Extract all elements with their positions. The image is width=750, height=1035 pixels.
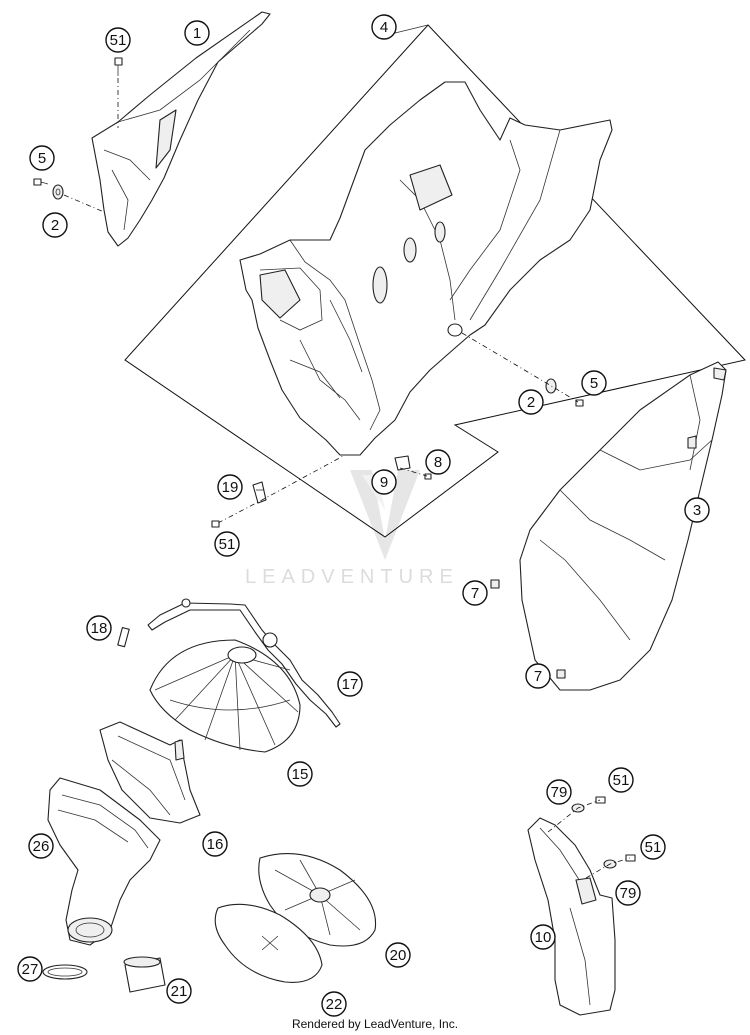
callout-5-left: 5 [29,145,55,171]
svg-text:2: 2 [527,394,535,411]
callout-79-lower: 79 [615,880,641,906]
callout-16: 16 [202,831,228,857]
svg-text:8: 8 [434,454,442,471]
svg-text:26: 26 [33,838,50,855]
svg-text:3: 3 [693,502,701,519]
svg-text:79: 79 [551,784,568,801]
callout-9: 9 [371,469,397,495]
svg-text:2: 2 [51,217,59,234]
svg-text:51: 51 [110,32,127,49]
part-17-bracket [147,598,341,728]
callout-7-lower: 7 [525,663,551,689]
svg-text:17: 17 [342,676,359,693]
callout-22: 22 [321,991,347,1017]
part-51-screw-right-lower [625,854,636,862]
callout-2-right: 2 [518,389,544,415]
callout-3: 3 [684,497,710,523]
callout-51-right-lower: 51 [640,834,666,860]
watermark-text: LEADVENTURE [245,566,459,588]
callout-5-right: 5 [581,370,607,396]
part-51-screw-bottom [211,520,220,528]
leader-4 [394,24,429,34]
callout-26: 26 [28,833,54,859]
leader-79-51-lower [585,857,631,879]
svg-text:7: 7 [534,668,542,685]
leader-79-51-upper [547,799,601,833]
part-26-intake-boot [47,777,161,946]
part-16-filter-cage [99,721,201,824]
callout-4: 4 [371,14,397,40]
callout-2-left: 2 [42,212,68,238]
part-8-screw [424,473,432,480]
part-19-clip [252,481,267,504]
callout-1: 1 [184,20,210,46]
part-21-sleeve [123,956,166,993]
svg-text:21: 21 [171,983,188,1000]
svg-text:51: 51 [613,772,630,789]
watermark: LEADVENTURE [245,470,459,588]
svg-text:18: 18 [91,620,108,637]
part-5-screw-left [33,178,49,186]
callout-17: 17 [337,671,363,697]
callout-51-right-upper: 51 [608,767,634,793]
part-10-lower-cover [527,817,616,1016]
leader-5-2 [63,194,105,213]
part-2-washer-left [52,184,64,200]
callout-21: 21 [166,978,192,1004]
callout-27: 27 [17,956,43,982]
svg-text:9: 9 [380,474,388,491]
svg-text:15: 15 [292,766,309,783]
callout-8: 8 [425,449,451,475]
callout-19: 19 [217,474,243,500]
leader-9-8 [399,467,428,477]
svg-text:5: 5 [38,150,46,167]
part-9-clip [394,455,411,471]
part-7-fastener-upper [490,579,500,589]
svg-text:22: 22 [326,996,343,1013]
part-27-hose-clamp [42,964,88,980]
leader-51-19 [217,454,346,524]
part-3-side-panel [519,361,727,691]
callout-10: 10 [530,924,556,950]
svg-text:7: 7 [471,585,479,602]
svg-text:19: 19 [222,479,239,496]
svg-text:20: 20 [390,947,407,964]
callout-79-upper: 79 [546,779,572,805]
leader-2-5-right [461,332,579,403]
callout-7-upper: 7 [462,580,488,606]
part-51-screw-right-upper [595,796,606,804]
svg-text:1: 1 [193,25,201,42]
part-7-fastener-lower [556,669,566,679]
svg-text:27: 27 [22,961,39,978]
part-18-pin [117,626,130,648]
svg-text:51: 51 [219,536,236,553]
part-22-filter-pad [214,903,323,983]
svg-text:5: 5 [590,375,598,392]
part-1-airbox-cover [91,11,271,247]
part-5-screw-right [575,399,584,407]
part-51-bolt-top [114,57,123,76]
svg-text:51: 51 [645,839,662,856]
callout-51-top: 51 [105,27,131,53]
svg-text:10: 10 [535,929,552,946]
part-15-air-filter [149,639,301,753]
callout-20: 20 [385,942,411,968]
svg-text:16: 16 [207,836,224,853]
part-2-washer-right [545,378,557,394]
callout-18: 18 [86,615,112,641]
part-4-airbox-assembly [239,81,613,456]
svg-text:79: 79 [620,885,637,902]
callout-51-bottom: 51 [214,531,240,557]
svg-text:4: 4 [380,19,388,36]
callout-15: 15 [287,761,313,787]
footer-credit: Rendered by LeadVenture, Inc. [291,1017,459,1031]
